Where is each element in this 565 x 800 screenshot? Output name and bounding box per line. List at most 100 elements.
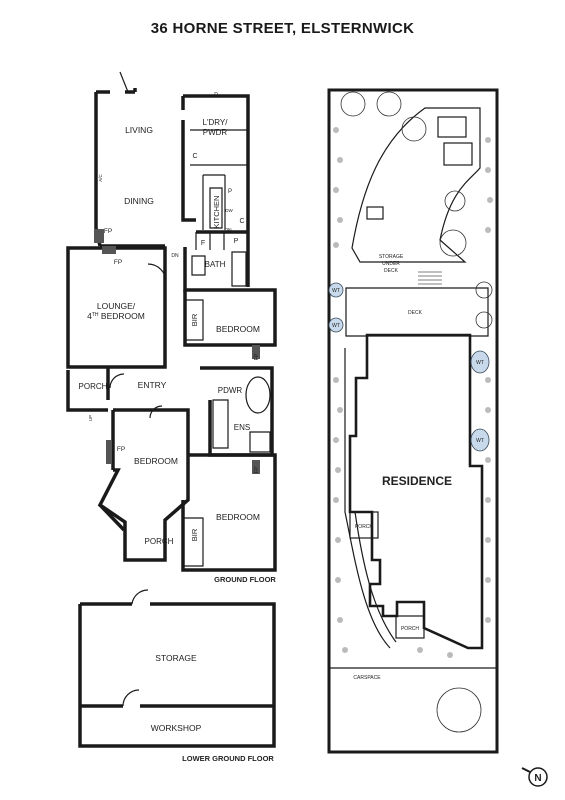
room-lounge: LOUNGE/ xyxy=(97,301,136,311)
room-porch-front: PORCH xyxy=(79,382,108,391)
room-laundry: L'DRY/ xyxy=(203,118,229,127)
storage-under-deck-2: UNDER xyxy=(382,261,400,267)
compass-arrow xyxy=(521,767,531,773)
side-path-2 xyxy=(354,511,397,643)
storage-door-swing xyxy=(131,589,149,605)
site-porch-b-label: PORCH xyxy=(401,626,419,632)
water-tank-label-4: WT xyxy=(476,438,484,444)
north-compass: N xyxy=(521,767,548,787)
aircon-mark: A/C xyxy=(98,174,103,182)
room-dining: DINING xyxy=(124,196,154,206)
fridge-mark: F xyxy=(201,240,205,247)
room-bath: BATH xyxy=(205,260,226,269)
residence-label: RESIDENCE xyxy=(382,474,452,488)
water-tank-label-2: WT xyxy=(332,323,340,329)
tree-5 xyxy=(439,229,467,257)
laundry-partition xyxy=(190,129,248,166)
pdwr-wall xyxy=(200,366,274,457)
entry-wall xyxy=(106,367,115,470)
stair-down-mark: DN xyxy=(171,253,179,259)
room-living: LIVING xyxy=(125,125,153,135)
lounge-wall xyxy=(66,246,167,369)
ground-floor-caption: GROUND FLOOR xyxy=(214,575,276,584)
room-porch-lower: PORCH xyxy=(145,537,174,546)
ground-floor-plan: LIVING DINING L'DRY/ PWDR KITCHEN BATH L… xyxy=(66,71,277,584)
water-tank-label-3: WT xyxy=(476,360,484,366)
room-kitchen: KITCHEN xyxy=(212,196,221,229)
storage-outer-wall xyxy=(78,602,276,748)
site-porch-b-box xyxy=(395,615,425,639)
water-tank-3 xyxy=(470,350,490,374)
tree-3 xyxy=(401,116,427,142)
kitchen-bench xyxy=(202,174,226,230)
bay-window xyxy=(98,503,126,532)
island-bench xyxy=(209,187,223,229)
fireplace-3: FP xyxy=(117,446,125,453)
dining-right-wall xyxy=(181,96,196,222)
tree-1 xyxy=(340,91,366,117)
site-boundary xyxy=(327,88,499,754)
dryer-mark: D xyxy=(214,92,218,98)
water-tank-4 xyxy=(470,428,490,452)
site-porch-a-box xyxy=(349,511,379,539)
porch-front-wall xyxy=(66,370,108,412)
room-powder-2: PDWR xyxy=(218,386,243,395)
bedroom-a-wall xyxy=(97,408,190,562)
tree-7 xyxy=(475,281,493,299)
workshop-door-swing xyxy=(122,689,140,707)
pantry-mark-1: P xyxy=(234,238,239,245)
fireplace-marker-3 xyxy=(106,440,112,464)
shrubs xyxy=(333,127,493,658)
water-tank-2 xyxy=(328,317,344,333)
room-lounge-bedroom: 4TH BEDROOM xyxy=(87,311,145,321)
bath-vanity xyxy=(191,255,206,276)
fireplace-marker-2 xyxy=(102,246,116,254)
storage-under-deck-3: DECK xyxy=(384,268,399,274)
bedroom-c-wall xyxy=(181,453,277,572)
lawn-edge xyxy=(351,107,481,263)
fireplace-marker-5 xyxy=(252,460,260,474)
compass-north-label: N xyxy=(534,773,541,784)
trees xyxy=(340,91,493,733)
kitchen-outer-wall xyxy=(183,94,250,287)
lower-ground-floor-plan: STORAGE WORKSHOP LOWER GROUND FLOOR xyxy=(78,589,276,763)
residence-outline xyxy=(348,333,484,650)
room-powder: PWDR xyxy=(203,128,228,137)
room-bedroom-b: BEDROOM xyxy=(216,324,260,334)
garden-table xyxy=(366,206,384,220)
room-bir-a: BIR xyxy=(190,313,199,326)
fireplace-5: FP xyxy=(254,466,260,473)
fireplace-marker-4 xyxy=(252,345,260,359)
stair-up-mark: UP xyxy=(88,415,93,421)
carspace-label: CARSPACE xyxy=(353,675,381,681)
ens-fixtures xyxy=(212,399,271,453)
site-porch-a-label: PORCH xyxy=(355,524,373,530)
tree-4 xyxy=(444,190,466,212)
water-tank-1 xyxy=(328,282,344,298)
garden-bed-1 xyxy=(437,116,467,138)
room-bir-b: BIR xyxy=(190,528,199,541)
fireplace-4: FP xyxy=(254,353,260,360)
cupboard-mark-1: C xyxy=(192,153,197,160)
site-deck-label: DECK xyxy=(408,310,423,316)
room-bedroom-a: BEDROOM xyxy=(134,456,178,466)
dishwasher-mark: DW xyxy=(225,208,233,213)
deck-outline xyxy=(345,287,489,337)
living-wall xyxy=(94,88,137,247)
site-plan: WT WT WT WT STORAGE UNDER DECK DECK RESI… xyxy=(327,88,499,754)
storage-under-deck-1: STORAGE xyxy=(379,254,404,260)
room-bedroom-c: BEDROOM xyxy=(216,512,260,522)
fireplace-1: FP xyxy=(104,228,112,235)
tree-8 xyxy=(475,311,493,329)
tree-6 xyxy=(436,687,482,733)
cupboard-mark-2: C xyxy=(239,218,244,225)
garden-bed-2 xyxy=(443,142,473,166)
side-path xyxy=(344,348,391,649)
room-ensuite: ENS xyxy=(234,423,250,432)
page-title: 36 HORNE STREET, ELSTERNWICK xyxy=(150,20,415,37)
room-workshop: WORKSHOP xyxy=(151,723,202,733)
site-steps xyxy=(418,271,442,285)
fireplace-2: FP xyxy=(114,259,122,266)
door-swings xyxy=(109,71,167,419)
